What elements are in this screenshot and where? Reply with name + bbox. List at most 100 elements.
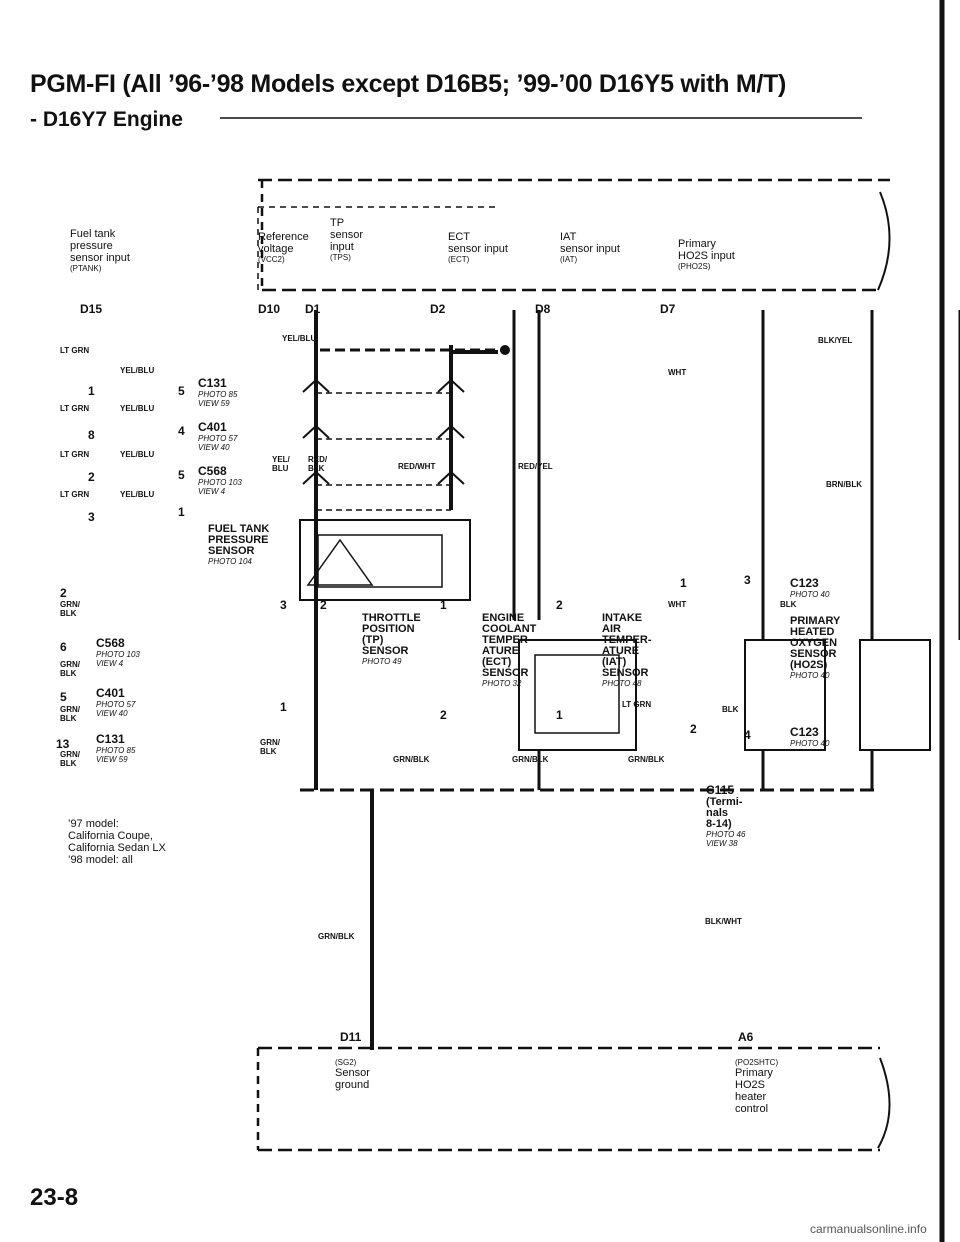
connector-c568-bottom-photo: PHOTO 103 xyxy=(96,650,140,659)
connector-c568-top-name: C568 xyxy=(198,464,227,478)
ecm-input-vcc2-code: (VCC2) xyxy=(258,255,285,264)
connector-c131-bottom: C131 PHOTO 85 VIEW 59 xyxy=(96,732,135,764)
ect-sensor-photo: PHOTO 32 xyxy=(482,679,522,688)
pin-num-1d: 1 xyxy=(440,598,447,612)
connector-c115-view: VIEW 38 xyxy=(706,839,738,848)
wire-grn-blk-left-2: GRN/ BLK xyxy=(60,660,80,678)
iat-sensor-photo: PHOTO 48 xyxy=(602,679,642,688)
tp-sensor-label: THROTTLE POSITION (TP) SENSOR xyxy=(362,612,421,657)
connector-c401-top-view: VIEW 40 xyxy=(198,443,230,452)
pin-num-13: 13 xyxy=(56,737,70,751)
connector-c401-bottom-view: VIEW 40 xyxy=(96,709,128,718)
connector-c115: C115 (Termi- nals 8-14) PHOTO 46 VIEW 38 xyxy=(706,783,745,848)
wire-red-wht: RED/WHT xyxy=(398,462,436,471)
ecm-input-pho2s-text: Primary HO2S input xyxy=(678,238,735,262)
wire-blk-yel: BLK/YEL xyxy=(818,336,853,345)
ecm-input-iat: IAT sensor input (IAT) xyxy=(560,231,620,264)
pin-num-4: 4 xyxy=(178,424,185,438)
wire-grn-blk-ho2s: GRN/BLK xyxy=(628,755,665,764)
wire-wht-c123: WHT xyxy=(668,600,687,609)
ecm-input-tps-code: (TPS) xyxy=(330,253,351,262)
connector-c568-top: C568 PHOTO 103 VIEW 4 xyxy=(198,464,242,496)
wire-blk-wht: BLK/WHT xyxy=(705,917,742,926)
ecm-input-ptank-code: (PTANK) xyxy=(70,264,102,273)
pin-num-2d: 2 xyxy=(440,708,447,722)
ecm-pin-d7: D7 xyxy=(660,302,676,316)
pin-num-6: 6 xyxy=(60,640,67,654)
connector-c401-bottom: C401 PHOTO 57 VIEW 40 xyxy=(96,686,135,718)
wire-blk-ho2s: BLK xyxy=(722,705,739,714)
fuel-tank-pressure-sensor: FUEL TANK PRESSURE SENSOR PHOTO 104 xyxy=(208,523,270,567)
connector-c131-bottom-photo: PHOTO 85 xyxy=(96,746,136,755)
ecm-input-ect: ECT sensor input (ECT) xyxy=(448,231,508,264)
ecm-output-sg2: (SG2) Sensor ground xyxy=(335,1058,370,1091)
connector-c123-bottom: C123 PHOTO 40 xyxy=(790,725,829,748)
pin-num-2a: 2 xyxy=(88,470,95,484)
wire-grn-blk-left-3: GRN/ BLK xyxy=(60,705,80,723)
ecm-input-iat-code: (IAT) xyxy=(560,255,578,264)
connector-c115-name: C115 xyxy=(706,783,735,797)
wire-yel-blu-top: YEL/BLU xyxy=(282,334,317,343)
ect-sensor: ENGINE COOLANT TEMPER- ATURE (ECT) SENSO… xyxy=(482,613,536,689)
wire-grn-blk-iat: GRN/BLK xyxy=(512,755,549,764)
fuel-tank-pressure-sensor-photo: PHOTO 104 xyxy=(208,557,252,566)
wire-red-blk: RED/ BLK xyxy=(308,455,328,473)
pin-num-2e: 2 xyxy=(556,598,563,612)
connector-c123-top-photo: PHOTO 40 xyxy=(790,590,830,599)
wire-yel-blu-5: YEL/BLU xyxy=(120,490,155,499)
ecm-output-sg2-code: (SG2) xyxy=(335,1058,357,1067)
ecm-input-tps-text: TP sensor input xyxy=(330,217,364,253)
ecm-input-ptank-text: Fuel tank pressure sensor input xyxy=(70,228,130,264)
ecm-pin-d1: D1 xyxy=(305,302,321,316)
connector-c123-top-name: C123 xyxy=(790,576,819,590)
ecm-output-sg2-text: Sensor ground xyxy=(335,1067,370,1091)
ecm-input-ptank: Fuel tank pressure sensor input (PTANK) xyxy=(70,228,130,273)
pin-num-1f: 1 xyxy=(680,576,687,590)
connector-c401-bottom-name: C401 xyxy=(96,686,125,700)
ecm-input-pho2s: Primary HO2S input (PHO2S) xyxy=(678,238,735,271)
wire-blk-c123: BLK xyxy=(780,600,797,609)
model-note: ’97 model: California Coupe, California … xyxy=(68,818,166,866)
connector-c568-bottom: C568 PHOTO 103 VIEW 4 xyxy=(96,636,140,668)
ecm-output-po2shtc-code: (PO2SHTC) xyxy=(735,1058,779,1067)
wire-lt-grn-iat: LT GRN xyxy=(622,700,652,709)
page-number: 23-8 xyxy=(30,1184,79,1211)
ho2s-sensor-photo: PHOTO 40 xyxy=(790,671,830,680)
wire-lt-grn-3: LT GRN xyxy=(60,490,90,499)
connector-c568-top-photo: PHOTO 103 xyxy=(198,478,242,487)
ecm-output-po2shtc-text: Primary HO2S heater control xyxy=(735,1067,773,1115)
ecm-pin-a6: A6 xyxy=(738,1030,754,1044)
wire-yel-blu-4: YEL/BLU xyxy=(120,450,155,459)
ecm-pin-d2: D2 xyxy=(430,302,446,316)
connector-c131-bottom-name: C131 xyxy=(96,732,125,746)
connector-c131-top-name: C131 xyxy=(198,376,227,390)
pin-num-3b: 3 xyxy=(280,598,287,612)
pin-num-1c: 1 xyxy=(280,700,287,714)
ecm-input-tps: TP sensor input (TPS) xyxy=(330,217,363,262)
connector-c123-top: C123 PHOTO 40 xyxy=(790,576,829,599)
ecm-pin-d10: D10 xyxy=(258,302,281,316)
connector-c123-bottom-name: C123 xyxy=(790,725,819,739)
wire-red-yel: RED/YEL xyxy=(518,462,553,471)
pin-num-4b: 4 xyxy=(744,728,751,742)
fuel-tank-pressure-sensor-label: FUEL TANK PRESSURE SENSOR xyxy=(208,523,270,557)
connector-c401-top-photo: PHOTO 57 xyxy=(198,434,238,443)
ho2s-sensor-label: PRIMARY HEATED OXYGEN SENSOR (HO2S) xyxy=(790,615,841,671)
pin-num-3c: 3 xyxy=(744,573,751,587)
ecm-pin-d11: D11 xyxy=(340,1030,362,1044)
connector-c568-bottom-name: C568 xyxy=(96,636,125,650)
wire-grn-blk-main: GRN/BLK xyxy=(318,932,355,941)
wire-lt-grn-2: LT GRN xyxy=(60,450,90,459)
pin-num-8: 8 xyxy=(88,428,95,442)
ecm-input-ect-text: ECT sensor input xyxy=(448,231,508,255)
ecm-input-ect-code: (ECT) xyxy=(448,255,470,264)
ecm-pin-d15: D15 xyxy=(80,302,103,316)
connector-c131-top-photo: PHOTO 85 xyxy=(198,390,238,399)
pin-num-2b: 2 xyxy=(60,586,67,600)
connector-c568-bottom-view: VIEW 4 xyxy=(96,659,124,668)
connector-c401-top: C401 PHOTO 57 VIEW 40 xyxy=(198,420,237,452)
wire-lt-grn-top: LT GRN xyxy=(60,346,90,355)
ecm-pin-d8: D8 xyxy=(535,302,551,316)
wire-yel-blu-3: YEL/BLU xyxy=(120,404,155,413)
